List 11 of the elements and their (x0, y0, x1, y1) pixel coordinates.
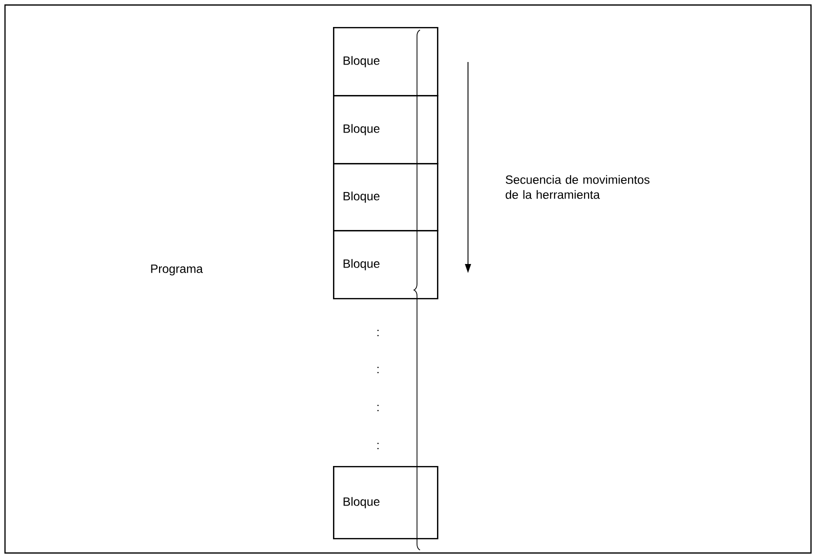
program-label: Programa (151, 264, 203, 276)
block-box: Bloque (333, 95, 438, 164)
block-box: Bloque (333, 163, 438, 232)
ellipsis-dots: : (377, 330, 379, 336)
ellipsis-dots: : (377, 366, 379, 374)
block-box: Bloque (333, 27, 438, 96)
ellipsis-dots: : (377, 442, 379, 450)
sequence-label: Secuencia de movimientos de la herramienta (506, 175, 650, 199)
ellipsis-dots: : (377, 404, 379, 412)
block-box: Bloque (333, 230, 438, 300)
block-box: Bloque (333, 466, 438, 540)
